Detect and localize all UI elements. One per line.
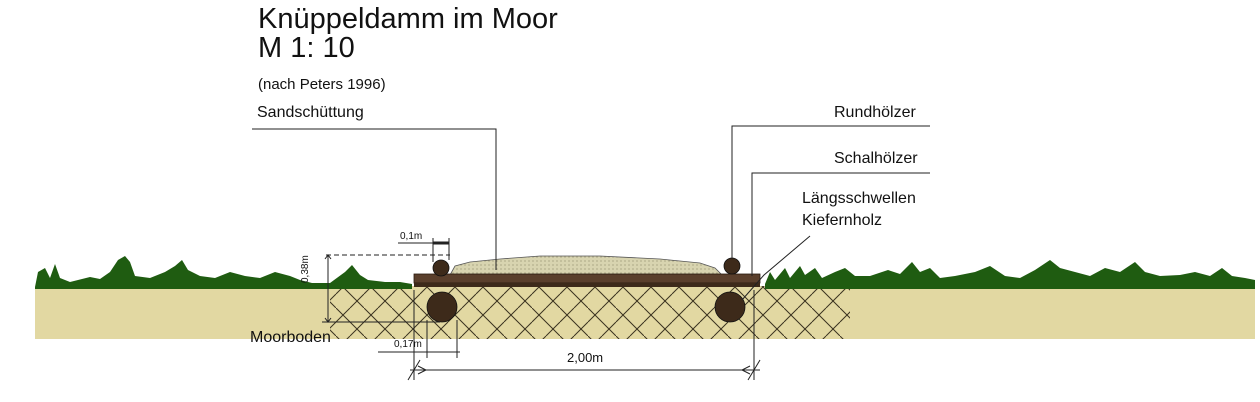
dim-label-schwelle: 0,17m	[394, 339, 422, 350]
label-kiefernholz: Kiefernholz	[802, 212, 883, 229]
label-moorboden: Moorboden	[250, 329, 331, 346]
leader-sandschuettung	[252, 128, 497, 270]
vegetation-right	[765, 260, 1255, 289]
schalholz-lower	[414, 283, 760, 287]
laengsschwelle-left	[426, 291, 458, 323]
schalholz-deck	[413, 273, 761, 284]
diagram-source-note: (nach Peters 1996)	[258, 76, 386, 93]
diagram-title-line-1: Knüppeldamm im Moor	[258, 3, 558, 35]
leader-rundhoelzer	[731, 125, 930, 258]
rundholz-right	[723, 257, 741, 275]
laengsschwelle-right	[714, 291, 746, 323]
label-schalhoelzer: Schalhölzer	[834, 150, 918, 167]
leader-laengsschwellen	[741, 235, 811, 301]
sand-fill	[449, 255, 723, 276]
dim-label-width: 2,00m	[567, 350, 604, 365]
rundholz-left	[432, 259, 450, 277]
dim-label-rundholz: 0,1m	[400, 231, 423, 242]
dim-label-height: 0,38m	[300, 255, 311, 283]
diagram-title-scale: M 1: 10	[258, 32, 355, 64]
label-rundhoelzer: Rundhölzer	[834, 104, 916, 121]
excavated-bed-hatched	[330, 286, 850, 339]
leader-schalhoelzer	[751, 172, 930, 276]
vegetation-left	[35, 256, 412, 289]
label-laengsschwellen: Längsschwellen	[802, 190, 916, 207]
label-sandschuettung: Sandschüttung	[257, 104, 364, 121]
